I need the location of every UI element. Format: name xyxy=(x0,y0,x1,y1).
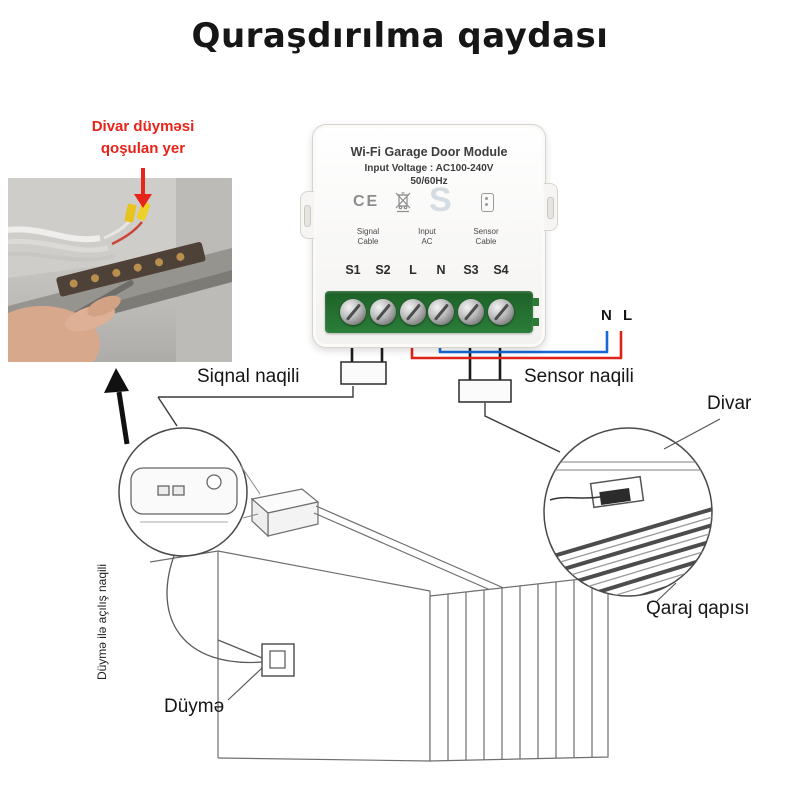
label-signal-cable: Siqnal naqili xyxy=(197,366,300,387)
terminal-screw-n xyxy=(428,299,454,325)
leader-lines xyxy=(157,386,721,701)
weee-bin-icon xyxy=(395,192,411,213)
mounting-ear-right xyxy=(544,183,558,231)
label-garage-door: Qaraj qapısı xyxy=(646,598,750,619)
label-neutral: N xyxy=(601,307,612,324)
terminal-block xyxy=(325,291,539,333)
terminal-screw-s4 xyxy=(488,299,514,325)
group-label-sensor: Sensor Cable xyxy=(473,227,499,247)
ce-mark: CE xyxy=(353,193,380,210)
group-label-input-ac: Input AC xyxy=(418,227,436,247)
label-button: Düymə xyxy=(164,696,225,717)
logo-watermark: S xyxy=(429,181,452,219)
label-wall: Divar xyxy=(707,393,752,414)
left-detail-circle xyxy=(118,427,261,557)
terminal-screw-s3 xyxy=(458,299,484,325)
terminal-screw-l xyxy=(400,299,426,325)
photo-artwork xyxy=(8,178,232,362)
connector-icon xyxy=(481,193,494,212)
group-label-signal: Signal Cable xyxy=(356,227,380,247)
wifi-module: Wi-Fi Garage Door Module Input Voltage :… xyxy=(300,124,558,348)
terminal-label-n: N xyxy=(436,263,446,277)
terminal-label-l: L xyxy=(409,263,417,277)
terminal-screw-s2 xyxy=(370,299,396,325)
terminal-label-s2: S2 xyxy=(375,263,391,277)
terminal-label-s1: S1 xyxy=(345,263,361,277)
wall-button-callout: Divar düyməsi qoşulan yer xyxy=(91,118,195,157)
module-voltage: Input Voltage : AC100-240V xyxy=(364,163,494,174)
page-title: Quraşdırılma qaydası xyxy=(191,16,609,56)
wall-button-square xyxy=(261,643,295,677)
terminal-screw-s1 xyxy=(340,299,366,325)
mounting-ear-left xyxy=(300,191,314,239)
sensor-connector-box xyxy=(458,379,512,403)
label-live: L xyxy=(623,307,633,324)
installation-photo xyxy=(8,178,232,362)
terminal-label-s4: S4 xyxy=(493,263,509,277)
label-button-wire: Düymə ilə açılış naqili xyxy=(95,563,109,681)
up-arrow xyxy=(104,368,130,445)
module-frequency: 50/60Hz xyxy=(410,176,448,187)
module-title: Wi-Fi Garage Door Module xyxy=(350,145,508,159)
label-sensor-cable: Sensor naqili xyxy=(524,366,634,387)
terminal-label-s3: S3 xyxy=(463,263,479,277)
signal-connector-box xyxy=(340,361,387,385)
garage-line-art xyxy=(149,488,609,762)
